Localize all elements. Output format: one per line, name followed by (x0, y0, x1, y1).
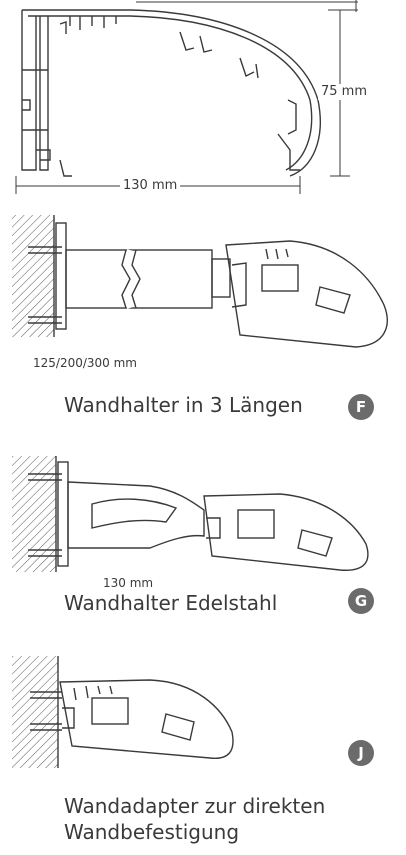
adapter-j-caption-line2: Wandbefestigung (64, 820, 240, 844)
profile-height-label: 75 mm (318, 84, 371, 100)
wall-bracket-f-drawing (12, 215, 388, 348)
badge-g: G (348, 588, 374, 614)
wall-adapter-j-drawing (12, 656, 234, 768)
bracket-f-caption: Wandhalter in 3 Längen (64, 393, 303, 417)
badge-j: J (348, 740, 374, 766)
profile-width-label: 130 mm (120, 178, 181, 194)
bracket-g-caption: Wandhalter Edelstahl (64, 591, 278, 615)
profile-cross-section (15, 0, 358, 194)
badge-f: F (348, 394, 374, 420)
adapter-j-caption-line1: Wandadapter zur direkten (64, 794, 326, 818)
bracket-g-length-label: 130 mm (100, 575, 157, 591)
wall-bracket-g-drawing (12, 456, 369, 572)
bracket-f-length-label: 125/200/300 mm (30, 355, 140, 371)
